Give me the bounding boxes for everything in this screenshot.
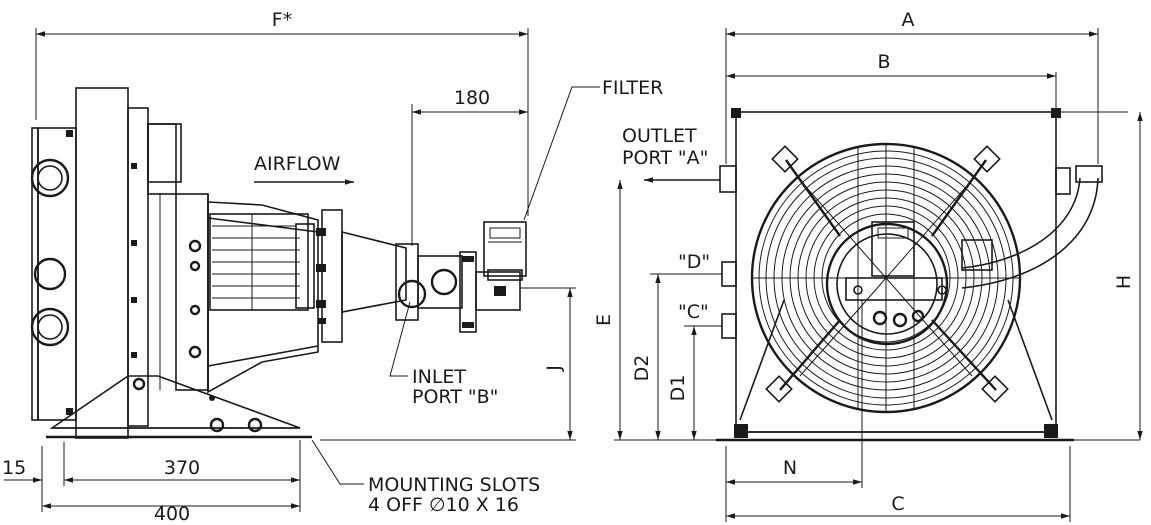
dim-label-370: 370 bbox=[164, 457, 200, 479]
fan-shroud bbox=[175, 193, 319, 394]
filter-label: FILTER bbox=[602, 77, 663, 99]
dim-label-d1: D1 bbox=[667, 375, 689, 402]
guard-struts bbox=[739, 145, 1053, 421]
pump bbox=[395, 243, 521, 333]
dim-label-d2: D2 bbox=[631, 355, 653, 382]
base-frame bbox=[46, 375, 312, 439]
dim-label-180: 180 bbox=[454, 87, 490, 109]
port-d-label: "D" bbox=[678, 251, 710, 273]
manifold-ports bbox=[30, 158, 70, 347]
dim-label-15: 15 bbox=[2, 457, 26, 479]
outlet-label-line2: PORT "A" bbox=[622, 147, 708, 169]
dim-label-n: N bbox=[783, 457, 797, 479]
dim-label-f: F* bbox=[272, 9, 292, 31]
cooler-core bbox=[31, 87, 182, 439]
side-view: F* 180 FILTER AIRFLOW INLET PORT "B" J 1… bbox=[2, 9, 663, 525]
coupling-bell bbox=[341, 230, 407, 313]
inlet-leader bbox=[389, 301, 411, 377]
port-c-label: "C" bbox=[678, 301, 709, 323]
airflow-label: AIRFLOW bbox=[254, 153, 341, 175]
filter-canister bbox=[483, 221, 527, 281]
central-motor bbox=[825, 221, 993, 346]
front-feet bbox=[734, 424, 1058, 438]
dim-label-e: E bbox=[593, 314, 615, 326]
front-extension-lines bbox=[614, 28, 1140, 522]
front-view: A B OUTLET PORT "A" "D" "C" E D2 D1 H N … bbox=[593, 9, 1143, 522]
filter-leader bbox=[523, 86, 600, 221]
mounting-label-line1: MOUNTING SLOTS bbox=[368, 474, 540, 496]
motor-fins bbox=[209, 213, 315, 311]
dim-label-h: H bbox=[1113, 275, 1135, 289]
side-extension-lines bbox=[35, 28, 576, 512]
inlet-label-line1: INLET bbox=[412, 366, 466, 388]
mounting-leader bbox=[311, 439, 364, 485]
dim-label-b: B bbox=[877, 51, 890, 73]
motor-flange bbox=[316, 209, 343, 343]
inlet-label-line2: PORT "B" bbox=[412, 386, 498, 408]
outlet-label-line1: OUTLET bbox=[622, 125, 697, 147]
hose bbox=[961, 165, 1103, 289]
dim-label-c: C bbox=[891, 493, 904, 515]
mounting-label-line2: 4 OFF ∅10 X 16 bbox=[368, 494, 519, 516]
dim-label-j: J bbox=[543, 365, 565, 372]
dim-label-a: A bbox=[902, 9, 915, 31]
dim-label-400: 400 bbox=[154, 503, 190, 525]
